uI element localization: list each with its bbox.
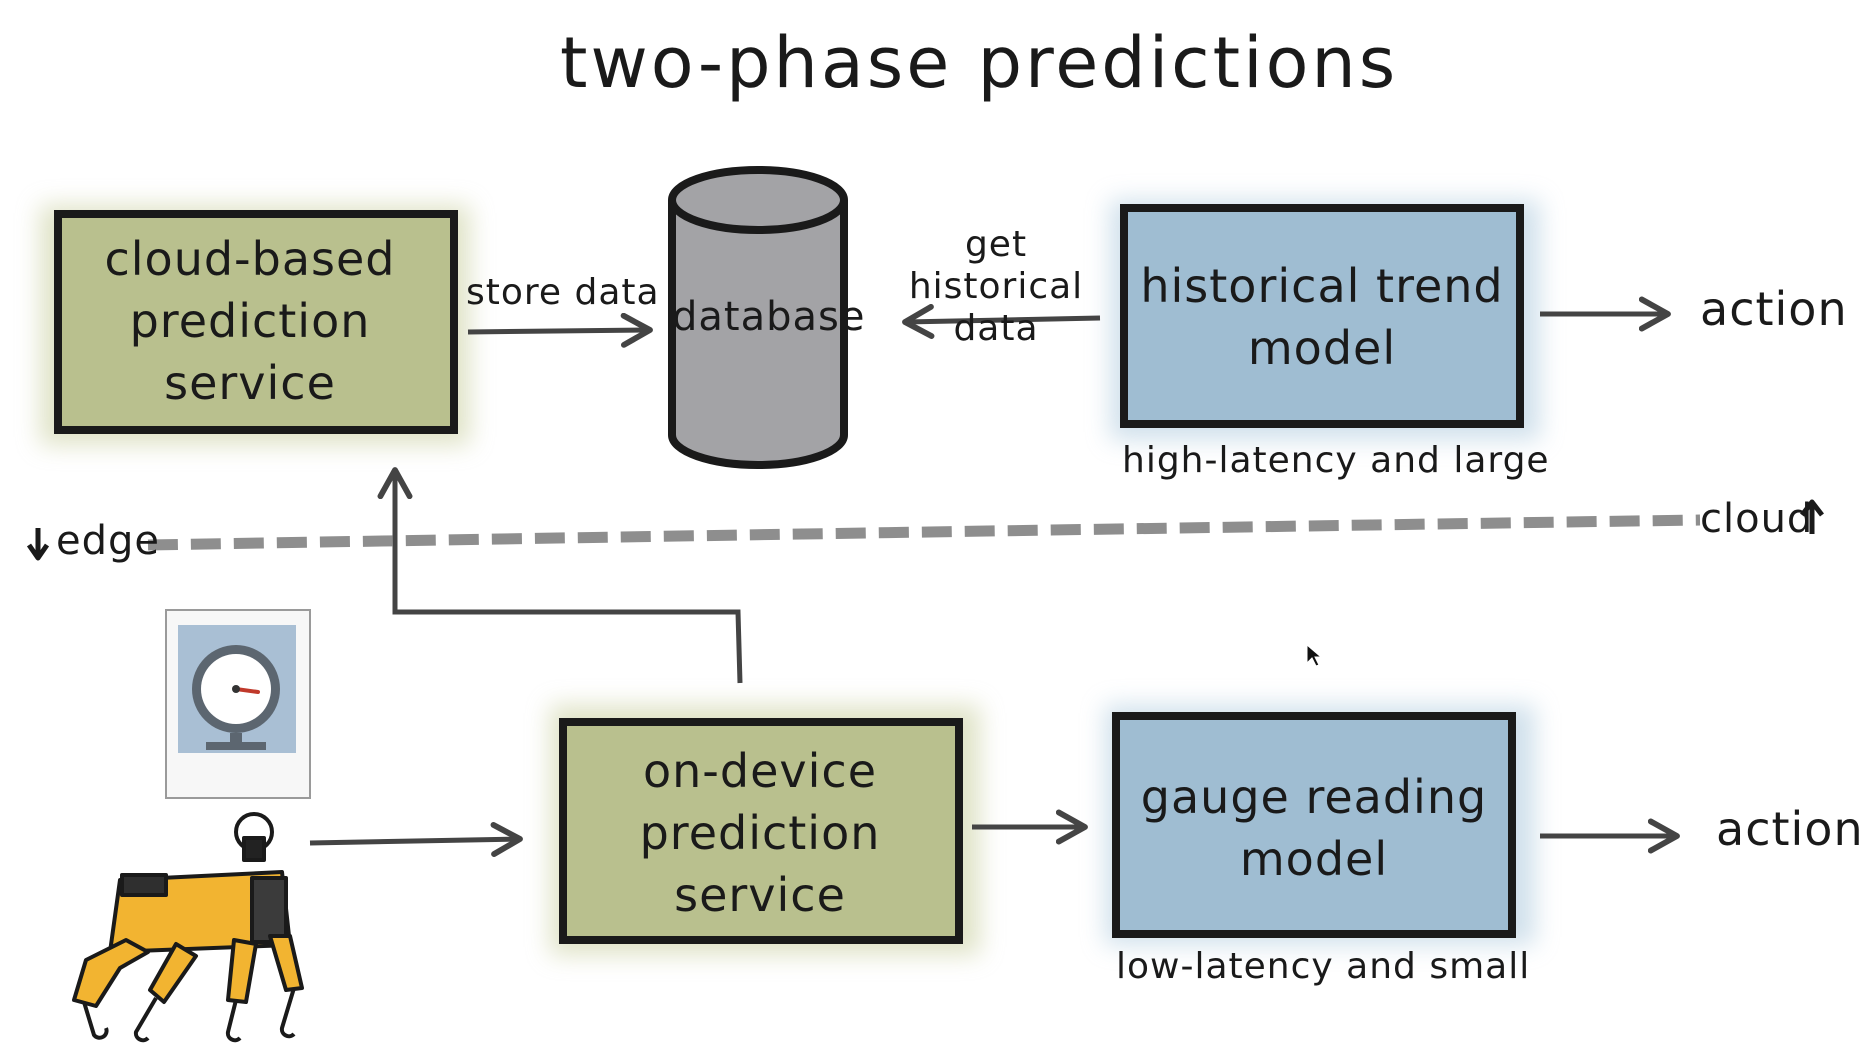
arrow-robot-to-device: [309, 822, 523, 857]
cursor-icon: [1306, 644, 1322, 667]
action-bottom-label: action: [1716, 802, 1864, 856]
arrow-device-to-cloud: [377, 467, 743, 684]
gauge-icon: [165, 609, 311, 799]
gauge-model-label: gauge reading model: [1140, 770, 1488, 886]
gauge-model-caption: low-latency and small: [1116, 946, 1531, 987]
edge-cloud-divider: [147, 514, 1701, 551]
gauge-model-box: [1112, 712, 1516, 938]
arrow-up-icon: [1800, 499, 1824, 534]
historical-model-caption: high-latency and large: [1122, 440, 1550, 481]
cloud-service-label: cloud-based prediction service: [104, 232, 396, 410]
arrow-down-icon: [26, 528, 50, 561]
get-historical-data-label: get historical data: [908, 224, 1084, 349]
action-top-label: action: [1700, 282, 1848, 336]
device-service-box: [559, 718, 963, 944]
store-data-label: store data: [466, 272, 660, 313]
cloud-zone-label: cloud: [1700, 496, 1814, 542]
diagram-title: two-phase predictions: [560, 22, 1399, 104]
edge-zone-label: edge: [56, 518, 160, 564]
arrow-store-data: [467, 312, 653, 348]
robot-dog-icon: [72, 812, 304, 1043]
historical-model-label: historical trend model: [1140, 259, 1504, 375]
historical-model-box: [1120, 204, 1524, 428]
device-service-label: on-device prediction service: [639, 744, 881, 922]
cloud-service-box: [54, 210, 458, 434]
arrow-get-historical-data: [902, 303, 1101, 339]
database-cylinder: [668, 166, 848, 469]
database-label: database: [672, 294, 866, 340]
